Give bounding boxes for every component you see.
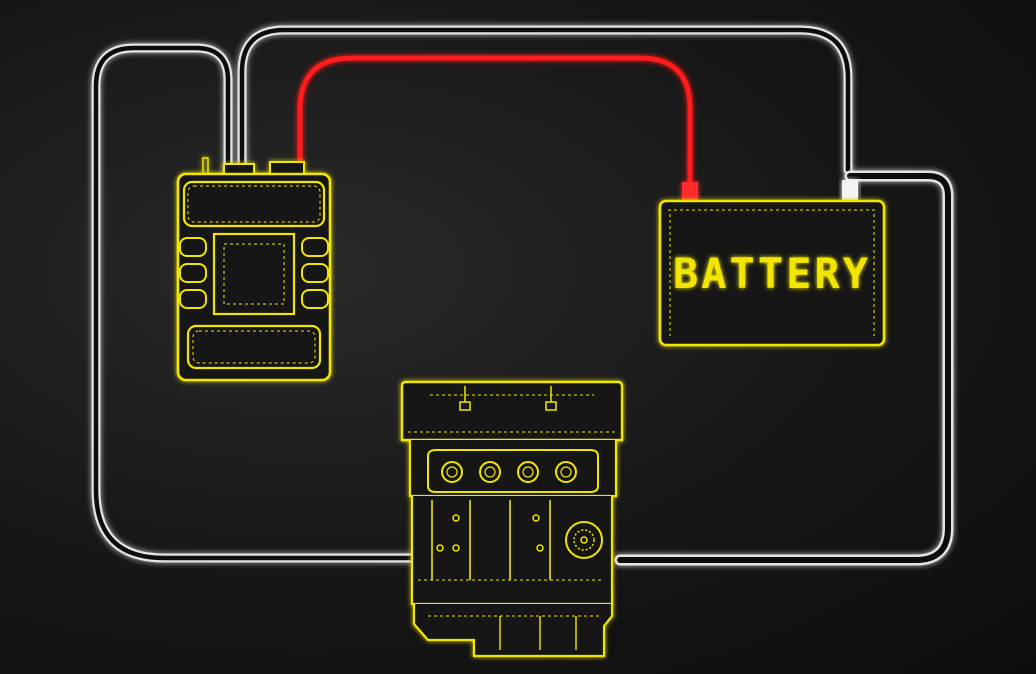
ecu-pad-right-3 [301,289,329,309]
ecu-body [176,172,332,382]
engine-port-1 [441,461,463,483]
ecu-module [176,157,332,382]
engine-crank-pulley [565,521,603,559]
engine-oil-pan [412,604,614,658]
ecu-top-panel [182,180,326,228]
ground-wire-engine [237,25,954,566]
battery-negative-terminal [842,180,858,200]
battery-label: BATTERY [673,249,871,298]
ecu-pad-left-3 [179,289,207,309]
engine-port-2 [479,461,501,483]
ground-wire-ecu [91,43,425,563]
ecu-pad-left-1 [179,237,207,257]
battery: BATTERY [658,180,886,347]
engine-port-4 [555,461,577,483]
ecu-tab [202,157,209,175]
engine-valve-cover [400,380,624,442]
ecu-connector-left [223,163,255,175]
positive-wire [297,55,693,183]
ecu-pad-right-2 [301,263,329,283]
ecu-bottom-panel [186,324,322,370]
battery-body [658,199,886,347]
engine-port-3 [517,461,539,483]
ecu-pad-right-1 [301,237,329,257]
engine-head [408,440,618,498]
ecu-pad-left-2 [179,263,207,283]
engine-intake-manifold [427,449,599,493]
ecu-center-panel [212,232,296,316]
ecu-connector-right [269,161,305,175]
battery-positive-terminal [682,182,698,200]
engine-block [400,380,624,658]
